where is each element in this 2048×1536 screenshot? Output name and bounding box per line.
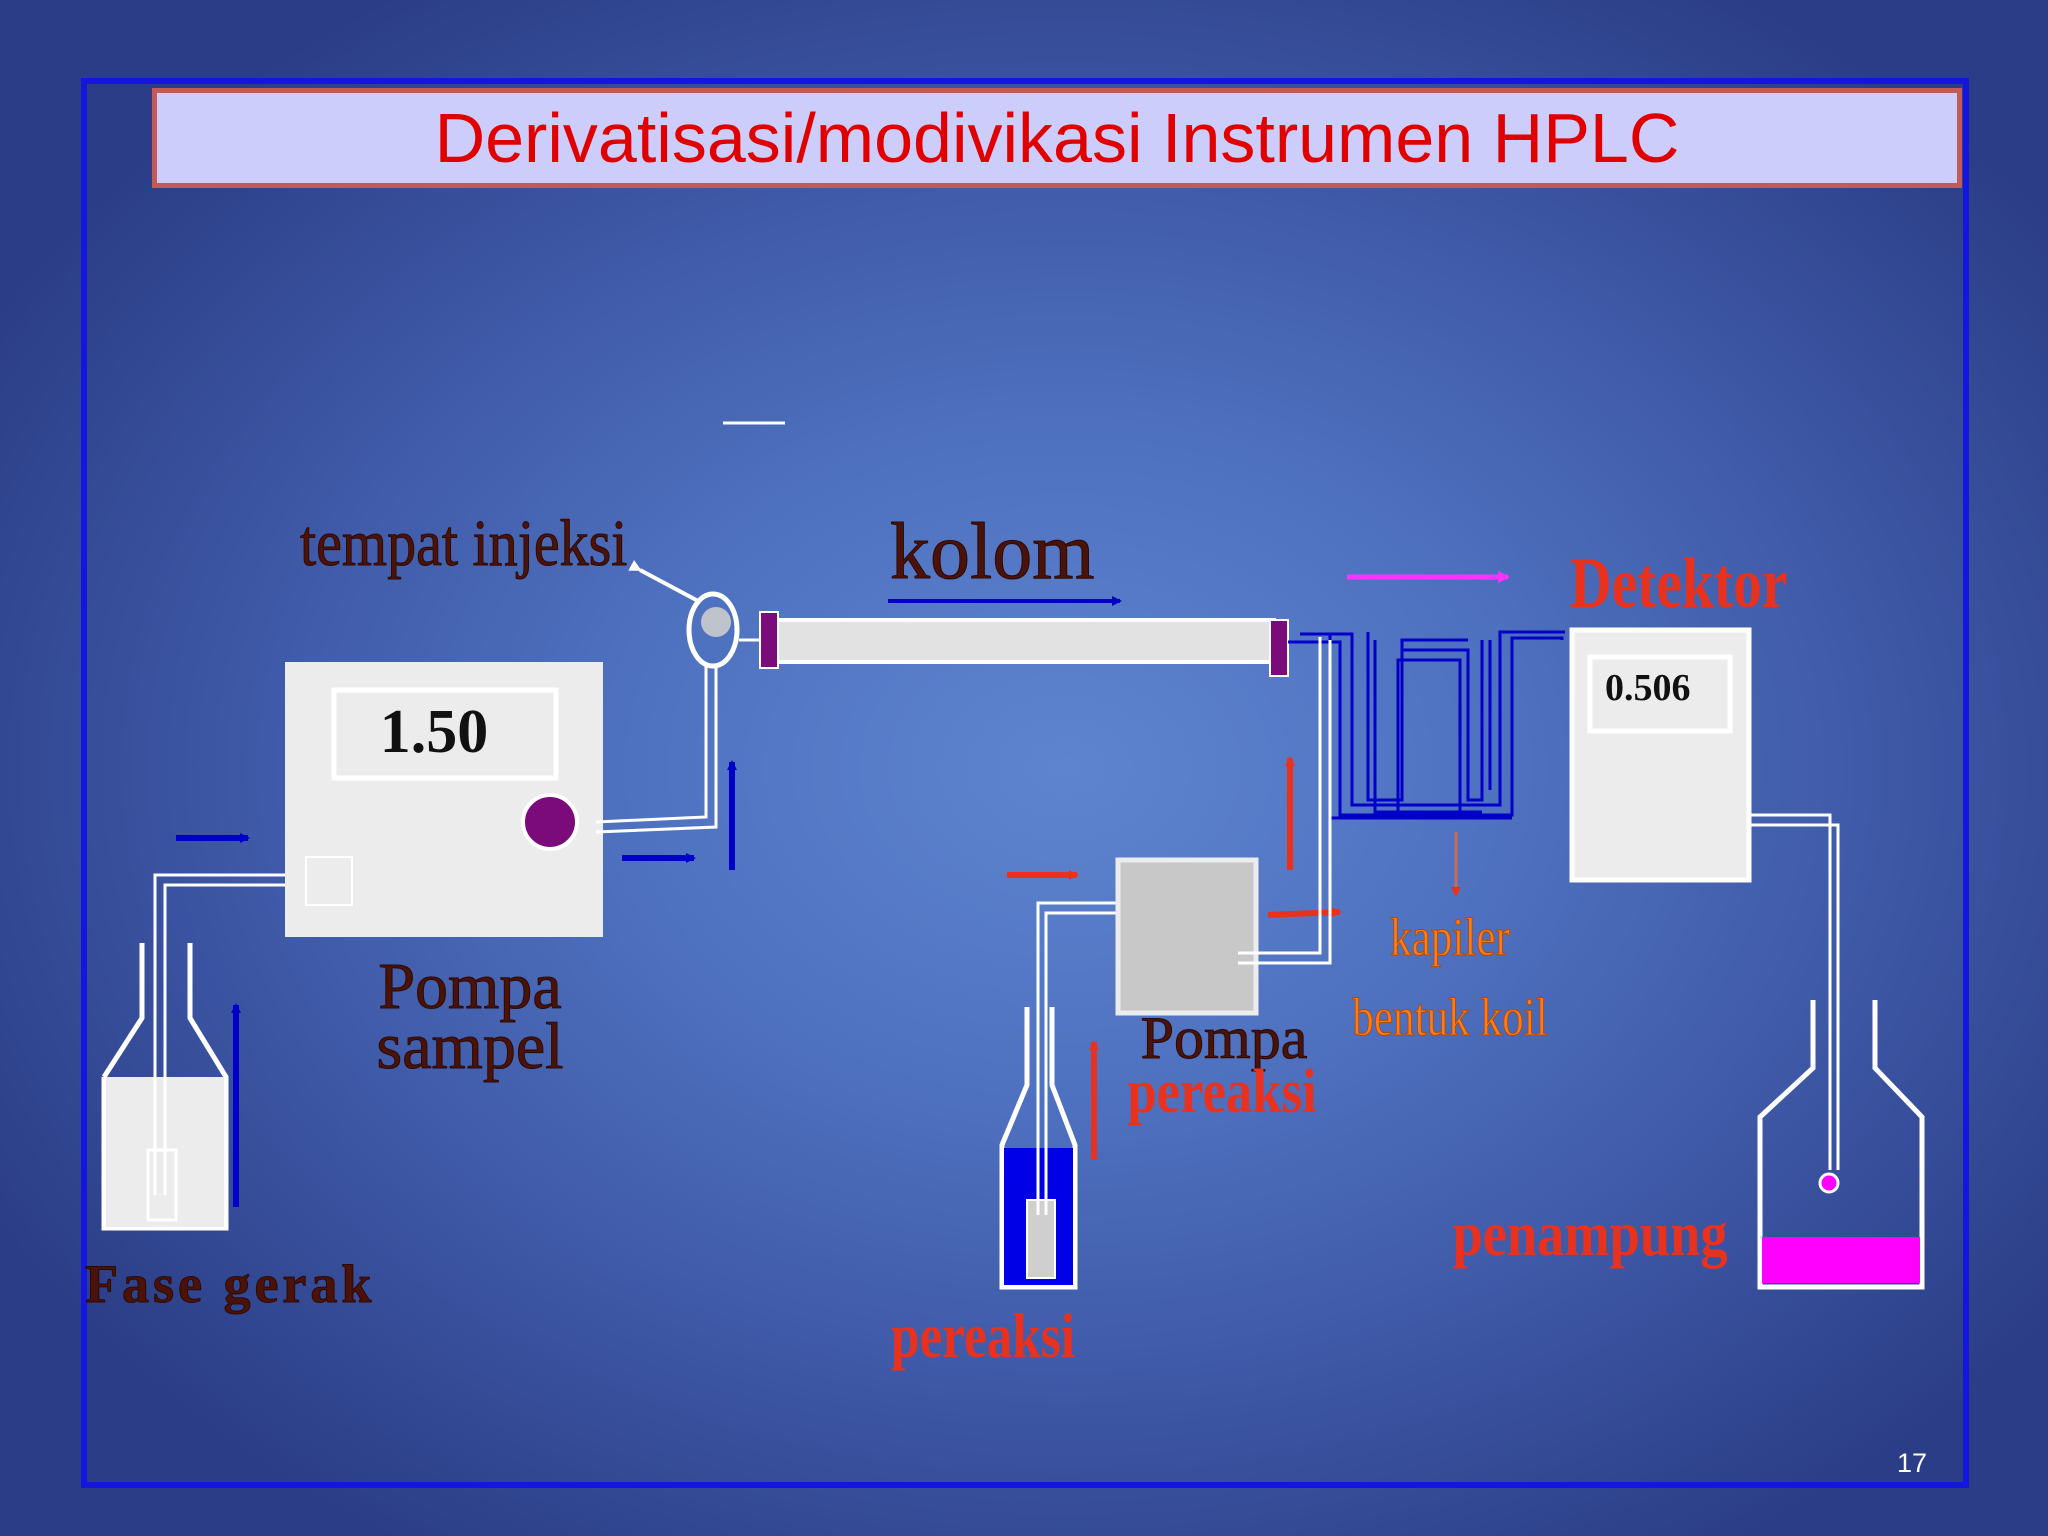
label-capillary-line2: bentuk koil <box>1352 986 1547 1047</box>
label-sample-pump-line2: sampel <box>377 1010 564 1083</box>
label-column: kolom <box>890 508 1094 596</box>
label-capillary-line1: kapiler <box>1390 906 1510 967</box>
injection-valve <box>686 591 760 669</box>
detector <box>1569 627 1752 883</box>
mobile-phase-tube-inner <box>163 883 338 1195</box>
label-reagent-pump-line2: pereaksi <box>1127 1058 1316 1126</box>
sample-pump-readout: 1.50 <box>380 698 489 766</box>
title-box: Derivatisasi/modivikasi Instrumen HPLC <box>152 88 1962 188</box>
collector-bottle <box>1757 1000 1925 1290</box>
pump-to-injector-tube-inner <box>595 650 718 834</box>
detector-readout: 0.506 <box>1605 667 1691 709</box>
label-detector: Detektor <box>1570 544 1787 624</box>
reagent-to-column-tube <box>1238 637 1322 955</box>
reagent-tube <box>1036 901 1118 1215</box>
pump-to-injector-tube <box>595 650 708 824</box>
slide-number: 17 <box>1896 1448 1928 1478</box>
reagent-tube-inner <box>1044 911 1118 1215</box>
reagent-to-column-tube-inner <box>1238 640 1332 965</box>
slide-title: Derivatisasi/modivikasi Instrumen HPLC <box>434 99 1680 177</box>
label-injection-site: tempat injeksi <box>300 508 627 580</box>
reagent-bottle <box>999 1007 1078 1290</box>
detector-to-collector-tube-inner <box>1749 823 1840 1170</box>
label-reagent: pereaksi <box>891 1300 1075 1372</box>
detector-to-collector-tube <box>1749 813 1832 1170</box>
reagent-flow-arrow-out-pump <box>1267 907 1342 918</box>
label-reagent-pump-line1: Pompa <box>1141 1005 1308 1071</box>
label-mobile-phase: Fase gerak <box>85 1254 375 1314</box>
column <box>759 611 1289 677</box>
label-collector: penampung <box>1452 1198 1727 1269</box>
reagent-pump <box>1115 857 1259 1016</box>
slide-frame <box>81 78 1969 1488</box>
label-sample-pump-line1: Pompa <box>378 950 561 1023</box>
mobile-phase-tube <box>153 873 338 1195</box>
sample-pump <box>285 662 603 937</box>
injection-pointer-arrow <box>628 560 701 604</box>
